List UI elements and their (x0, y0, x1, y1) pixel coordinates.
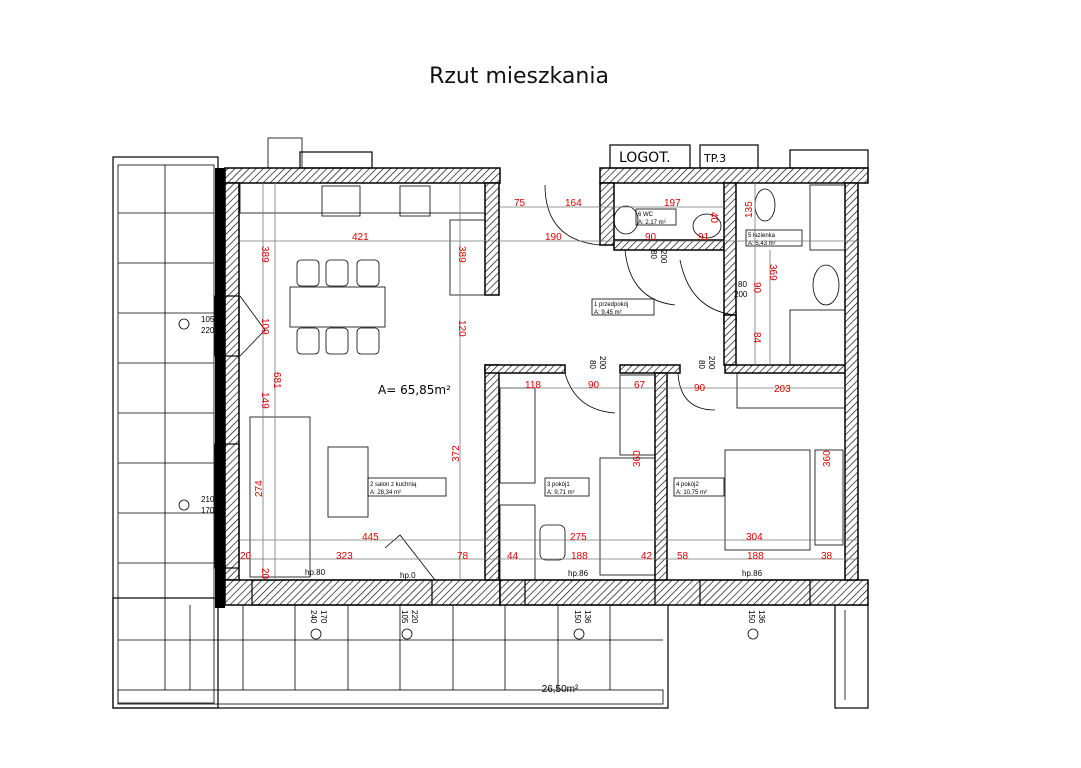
dim: 360 (822, 450, 833, 467)
svg-text:105: 105 (400, 610, 409, 624)
svg-text:220: 220 (410, 610, 419, 624)
svg-text:80: 80 (649, 250, 658, 259)
dim: 372 (451, 445, 462, 462)
svg-text:hp.0: hp.0 (400, 571, 416, 580)
dim: 275 (570, 532, 587, 543)
svg-text:80: 80 (738, 280, 747, 289)
tp-tag: TP.3 (703, 152, 726, 165)
page-title: Rzut mieszkania (429, 64, 609, 89)
dim: 369 (767, 264, 778, 281)
dim: 109 (259, 318, 270, 335)
terrace: 26,50m² (112, 156, 869, 709)
dimension-lines (240, 183, 858, 580)
room-label-room1: 3 pokój1 A: 9,71 m² (544, 477, 590, 497)
svg-text:150: 150 (747, 610, 756, 624)
dim: 90 (588, 380, 600, 391)
dim: 188 (747, 551, 764, 562)
dim: 149 (259, 392, 270, 409)
dim: 38 (821, 551, 833, 562)
svg-text:170: 170 (319, 610, 328, 624)
room-label-living: 2 salon z kuchnią A: 28,34 m² (367, 477, 447, 497)
svg-text:136: 136 (757, 610, 766, 624)
dim: 445 (362, 532, 379, 543)
svg-text:2 salon z kuchnią: 2 salon z kuchnią (370, 482, 417, 488)
furniture (239, 182, 846, 581)
svg-text:150: 150 (573, 610, 582, 624)
svg-text:240: 240 (309, 610, 318, 624)
svg-text:3 pokój1: 3 pokój1 (547, 482, 570, 488)
svg-text:6 WC: 6 WC (638, 212, 654, 218)
dim: 135 (744, 201, 755, 218)
svg-text:4 pokój2: 4 pokój2 (676, 482, 699, 488)
svg-text:200: 200 (707, 356, 716, 370)
dim: 40 (708, 212, 719, 224)
openings (214, 184, 811, 606)
dim: 75 (514, 198, 526, 209)
dim: 84 (751, 332, 762, 344)
dim: 421 (352, 232, 369, 243)
dim: 120 (456, 320, 467, 337)
dim: 190 (545, 232, 562, 243)
dim: 78 (457, 551, 469, 562)
svg-text:A: 28,34 m²: A: 28,34 m² (370, 490, 401, 496)
dim: 90 (751, 282, 762, 294)
dim: 304 (746, 532, 763, 543)
dim: 203 (774, 384, 791, 395)
dim: 67 (634, 380, 646, 391)
svg-text:A: 9,71 m²: A: 9,71 m² (547, 490, 575, 496)
svg-text:A: 9,45 m²: A: 9,45 m² (594, 310, 622, 316)
svg-text:A: 2,17 m²: A: 2,17 m² (638, 220, 666, 226)
dim: 118 (525, 380, 541, 391)
svg-text:hp.86: hp.86 (568, 569, 589, 578)
room-label-wc: 6 WC A: 2,17 m² (635, 208, 677, 226)
logot-tag: LOGOT. (619, 150, 671, 166)
svg-text:1 przedpokój: 1 przedpokój (594, 302, 628, 308)
dim: 389 (259, 246, 270, 263)
dim: 91 (698, 232, 710, 243)
svg-text:200: 200 (734, 290, 748, 299)
room-label-room2: 4 pokój2 A: 10,75 m² (673, 477, 725, 497)
svg-text:200: 200 (659, 250, 668, 264)
svg-text:220: 220 (201, 326, 215, 335)
svg-text:105: 105 (201, 315, 215, 324)
svg-text:80: 80 (697, 360, 706, 369)
svg-text:210: 210 (201, 495, 215, 504)
dim: 360 (632, 450, 643, 467)
terrace-area: 26,50m² (542, 684, 579, 695)
room-label-hall: 1 przedpokój A: 9,45 m² (591, 298, 655, 316)
dim: 42 (641, 551, 653, 562)
door-sizes: 80 200 80 200 80 200 80 200 (588, 250, 748, 370)
svg-text:200: 200 (598, 356, 607, 370)
svg-text:A: 10,75 m²: A: 10,75 m² (676, 490, 707, 496)
dim: 389 (456, 246, 467, 263)
dim: 90 (645, 232, 657, 243)
total-area: A= 65,85m² (378, 383, 451, 397)
dim: 90 (694, 383, 706, 394)
dim: 323 (336, 551, 353, 562)
window-labels: hp.80 240 170 hp.0 105 220 hp.86 150 136… (178, 315, 766, 640)
svg-text:136: 136 (583, 610, 592, 624)
dim: 58 (677, 551, 689, 562)
dim: 681 (271, 372, 282, 389)
svg-text:170: 170 (201, 506, 215, 515)
dim: 20 (259, 568, 270, 580)
dim: 20 (240, 551, 252, 562)
svg-text:80: 80 (588, 360, 597, 369)
dim: 44 (507, 551, 519, 562)
svg-text:5 łazienka: 5 łazienka (748, 233, 776, 239)
svg-text:hp.80: hp.80 (305, 568, 326, 577)
room-label-bathroom: 5 łazienka A: 5,43 m² (745, 229, 803, 247)
svg-text:A: 5,43 m²: A: 5,43 m² (748, 241, 776, 247)
dimension-labels: 389 421 389 75 164 197 190 90 40 91 135 … (240, 198, 833, 580)
svg-text:hp.86: hp.86 (742, 569, 763, 578)
dim: 197 (664, 198, 681, 209)
dim: 274 (254, 480, 265, 497)
dim: 164 (565, 198, 582, 209)
dim: 188 (571, 551, 588, 562)
